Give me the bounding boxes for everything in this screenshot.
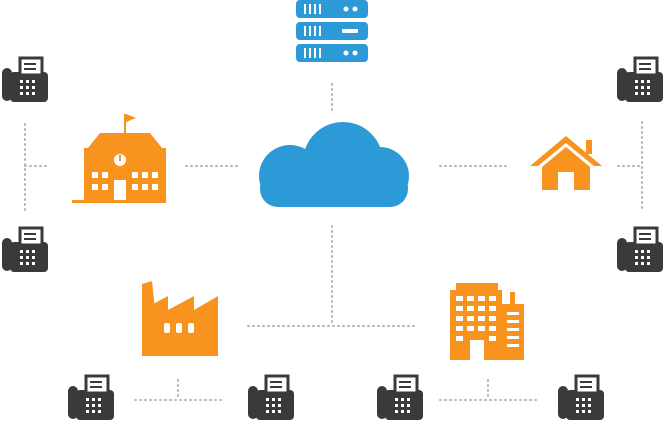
office-building-icon — [450, 283, 524, 360]
fax-machine-icon — [375, 374, 425, 422]
fax-machine-icon — [556, 374, 606, 422]
connectors — [24, 83, 643, 401]
fax-machine-icon — [246, 374, 296, 422]
fax-machine-icon — [0, 226, 50, 274]
factory-icon — [142, 281, 218, 356]
school-icon — [72, 114, 166, 203]
cloud-icon — [259, 122, 409, 207]
fax-machine-icon — [615, 56, 665, 104]
server-icon — [296, 0, 368, 62]
house-icon — [530, 136, 602, 190]
fax-machine-icon — [66, 374, 116, 422]
fax-machine-icon — [615, 226, 665, 274]
fax-machine-icon — [0, 56, 50, 104]
